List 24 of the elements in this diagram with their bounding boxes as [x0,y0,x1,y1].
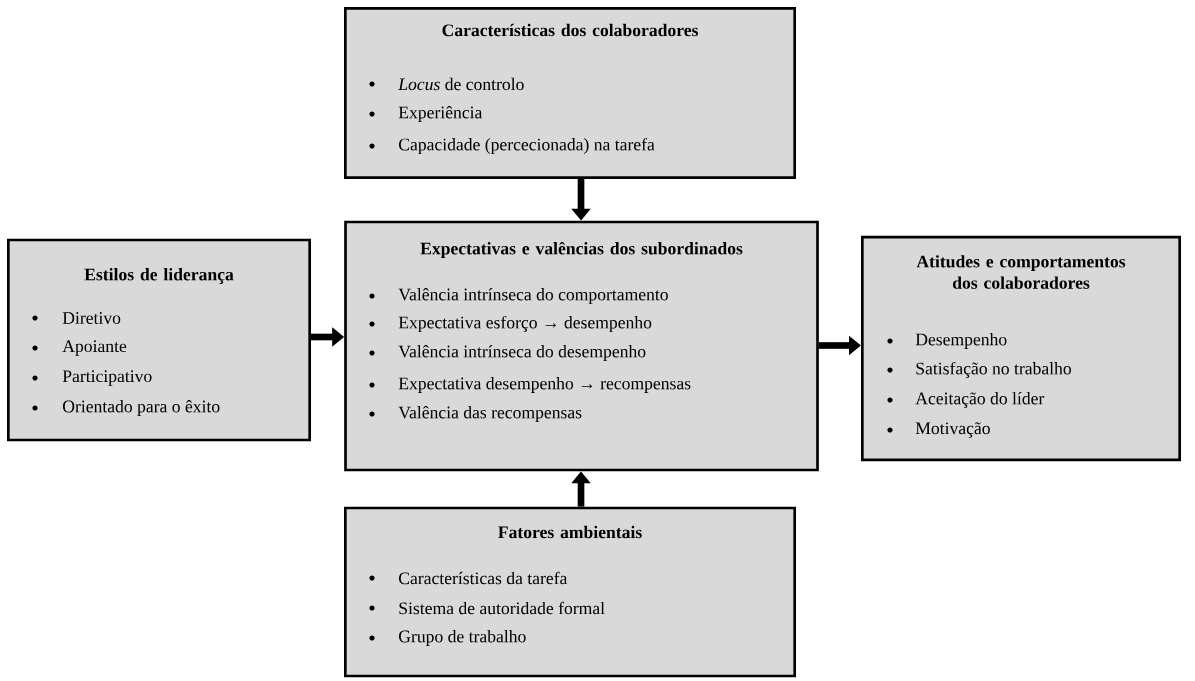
list-item: Expectativa desempenho → recompensas [398,377,691,393]
box-heading: Características dos colaboradores [442,23,698,37]
list-item: Grupo de trabalho [399,630,526,646]
list-item: Experiência [398,106,483,122]
list-item: Locus de controlo [398,77,524,91]
list-item: Motivação [915,422,990,438]
list-item: Valência das recompensas [398,406,582,422]
list-item: Apoiante [62,340,127,356]
list-item: Capacidade (percecionada) na tarefa [399,137,655,155]
list-item: Sistema de autoridade formal [399,601,605,615]
list-item: Desempenho [915,333,1007,349]
box-heading: Fatores ambientais [498,525,642,539]
list-item: Valência intrínseca do comportamento [398,288,668,304]
box-heading: Atitudes e comportamentos dos colaboradores [916,255,1126,289]
list-item: Orientado para o êxito [63,400,220,416]
list-item: Participativo [62,370,152,386]
list-item: Satisfação no trabalho [916,361,1071,379]
list-item: Expectativa esforço → desempenho [398,315,652,333]
list-item: Características da tarefa [399,571,568,585]
box-heading: Expectativas e valências dos subordinados [420,241,743,259]
box-heading: Estilos de liderança [84,268,234,284]
list-item: Valência intrínseca do desempenho [398,345,646,361]
list-item: Diretivo [62,312,121,324]
list-item: Aceitação do líder [915,392,1045,408]
